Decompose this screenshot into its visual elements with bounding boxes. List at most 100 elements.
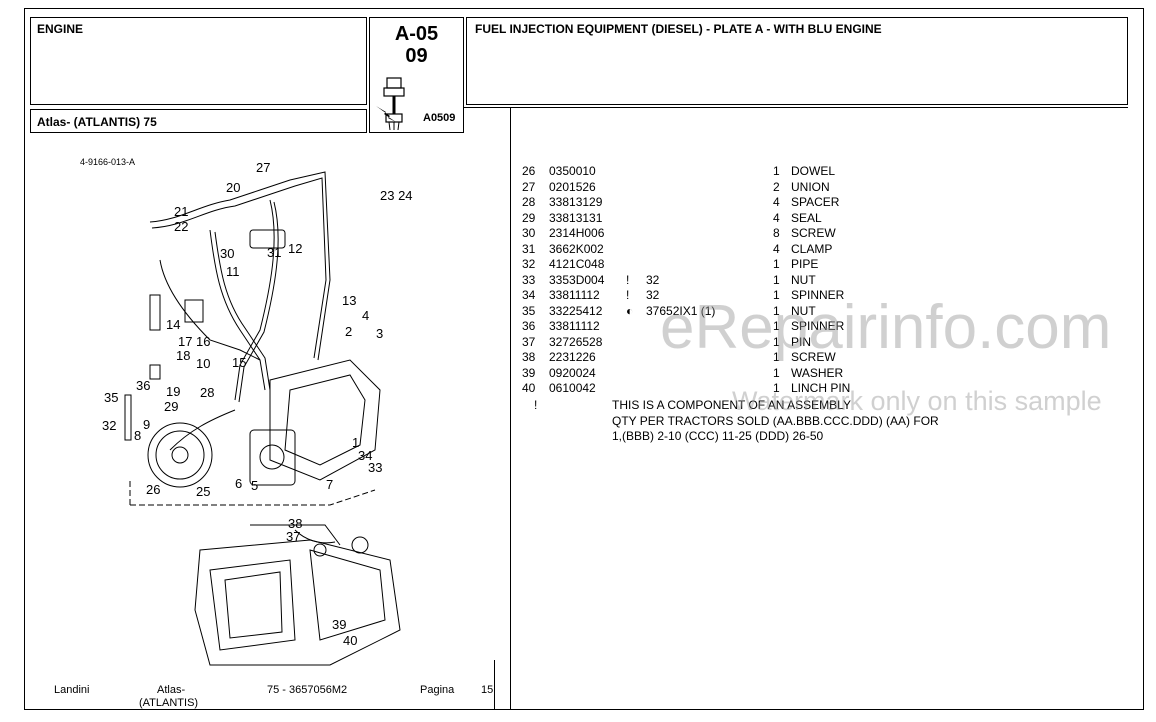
part-ref: 37652IX1 (1) [646, 303, 716, 318]
footer-doc: 75 - 3657056M2 [267, 684, 348, 696]
callout-1: 1 [352, 435, 359, 450]
part-number: 28 [522, 195, 536, 209]
callout-37: 37 [286, 529, 300, 544]
callout-35: 35 [104, 390, 118, 405]
header-rule [464, 107, 1128, 108]
model-label: Atlas- (ATLANTIS) 75 [37, 115, 157, 129]
part-qty: 1 [773, 319, 780, 333]
callout-19: 19 [166, 384, 180, 399]
notes: THIS IS A COMPONENT OF AN ASSEMBLY QTY P… [612, 398, 939, 445]
part-code: 33811112 [549, 288, 600, 302]
part-desc: SPINNER [791, 319, 845, 333]
part-code: 0350010 [549, 164, 596, 178]
callout-26: 26 [146, 482, 160, 497]
part-ref: 32 [646, 288, 660, 302]
part-desc: SPINNER [791, 288, 845, 302]
part-qty: 4 [773, 210, 780, 225]
part-number: 38 [522, 350, 536, 364]
footer-page-number: 15 [481, 684, 494, 696]
part-number: 40 [522, 381, 536, 395]
part-code: 2314H006 [549, 226, 605, 240]
part-qty: 2 [773, 179, 780, 194]
part-number: 33 [522, 272, 536, 287]
callout-10: 10 [196, 356, 210, 371]
part-mark: ◐ [626, 303, 634, 318]
part-qty: 1 [773, 257, 780, 271]
part-desc: SCREW [791, 350, 836, 364]
part-qty: 1 [773, 365, 780, 380]
callout-7: 7 [326, 477, 333, 492]
note-mark: ! [534, 398, 538, 412]
callout-28: 28 [200, 385, 214, 400]
watermark-main: eRepairinfo.com [660, 293, 1112, 362]
callout-6: 6 [235, 476, 242, 491]
part-desc: LINCH PIN [791, 381, 851, 395]
part-number: 32 [522, 257, 536, 271]
part-code: 0920024 [549, 365, 596, 380]
callout-32: 32 [102, 418, 116, 433]
part-number: 30 [522, 226, 536, 240]
plate-sub: 09 [405, 45, 428, 67]
callout-5: 5 [251, 478, 258, 493]
part-number: 27 [522, 179, 536, 194]
part-qty: 1 [773, 164, 780, 178]
part-desc: DOWEL [791, 164, 836, 178]
part-number: 34 [522, 288, 536, 302]
part-qty: 1 [773, 350, 780, 364]
part-desc: PIPE [791, 257, 819, 271]
title-box: FUEL INJECTION EQUIPMENT (DIESEL) - PLAT… [466, 17, 1128, 105]
model-box: Atlas- (ATLANTIS) 75 [30, 109, 367, 133]
part-number: 29 [522, 210, 536, 225]
callout-2: 2 [345, 324, 352, 339]
part-qty: 8 [773, 226, 780, 240]
part-number: 39 [522, 365, 536, 380]
callout-29: 29 [164, 399, 178, 414]
part-desc: NUT [791, 272, 816, 287]
part-code: 0201526 [549, 179, 596, 194]
part-desc: SPACER [791, 195, 840, 209]
part-number: 35 [522, 303, 536, 318]
part-number: 37 [522, 334, 536, 349]
callout-22: 22 [174, 219, 188, 234]
callout-16: 16 [196, 334, 210, 349]
note-line-1: THIS IS A COMPONENT OF AN ASSEMBLY [612, 398, 851, 412]
note-line-2: QTY PER TRACTORS SOLD (AA.BBB.CCC.DDD) (… [612, 413, 939, 428]
page-frame [24, 8, 1144, 710]
plate-ref: A0509 [423, 112, 456, 124]
plate-title: FUEL INJECTION EQUIPMENT (DIESEL) - PLAT… [475, 22, 882, 36]
plate-code: A-05 [394, 23, 439, 45]
part-code: 0610042 [549, 381, 596, 395]
callout-34: 34 [358, 448, 372, 463]
part-qty: 1 [773, 381, 780, 395]
plate-box: A-05 09 A0509 [369, 17, 464, 133]
section-label: ENGINE [37, 22, 84, 36]
footer-model-1: Atlas- [157, 684, 186, 696]
callout-33: 33 [368, 460, 382, 475]
part-code: 32726528 [549, 334, 603, 349]
part-code: 4121C048 [549, 257, 605, 271]
callout-25: 25 [196, 484, 210, 499]
part-code: 33813131 [549, 210, 603, 225]
callout-12: 12 [288, 241, 302, 256]
part-code: 33811112 [549, 319, 600, 333]
part-code: 2231226 [549, 350, 596, 364]
part-code: 3662K002 [549, 241, 604, 256]
part-qty: 1 [773, 288, 780, 302]
callout-40: 40 [343, 633, 357, 648]
watermark-sub: Watermark only on this sample [732, 386, 1102, 416]
part-code: 33225412 [549, 303, 603, 318]
part-code: 33813129 [549, 195, 603, 209]
part-desc: NUT [791, 303, 816, 318]
footer-model-2: (ATLANTIS) [139, 697, 199, 709]
part-qty: 1 [773, 303, 780, 318]
footer-brand: Landini [54, 684, 90, 696]
callout-18: 18 [176, 348, 190, 363]
callout-30: 30 [220, 246, 234, 261]
part-mark: ! [626, 272, 630, 287]
part-desc: UNION [791, 179, 830, 194]
part-qty: 4 [773, 241, 780, 256]
part-qty: 4 [773, 195, 780, 209]
callout-17: 17 [178, 334, 192, 349]
callout-14: 14 [166, 317, 180, 332]
note-line-3: 1,(BBB) 2-10 (CCC) 11-25 (DDD) 26-50 [612, 429, 824, 443]
